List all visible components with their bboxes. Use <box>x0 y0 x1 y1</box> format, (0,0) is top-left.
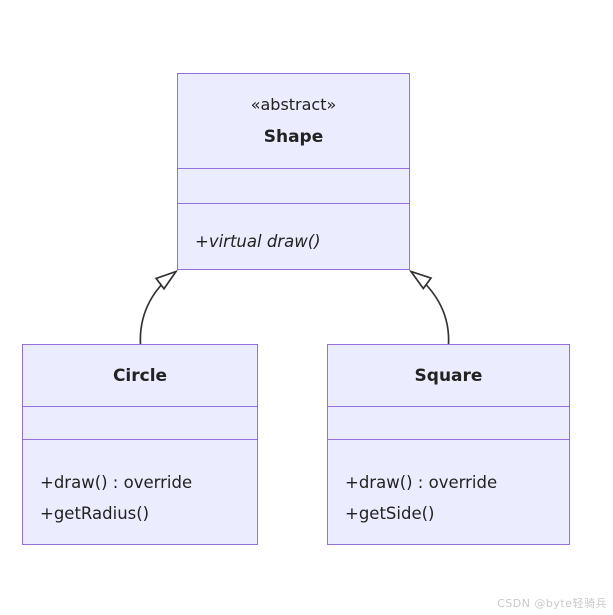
class-method-get-radius: +getRadius() <box>40 504 150 523</box>
class-name-square: Square <box>414 365 483 386</box>
inheritance-arrow-square-to-shape <box>411 272 450 346</box>
class-method-draw-override: +draw() : override <box>345 473 498 492</box>
class-attributes-section-circle <box>23 406 257 439</box>
class-methods-section-square: +draw() : override +getSide() <box>328 439 569 544</box>
class-methods-section-circle: +draw() : override +getRadius() <box>23 439 257 544</box>
class-box-circle: Circle +draw() : override +getRadius() <box>22 344 258 545</box>
class-attributes-section-shape <box>178 168 409 203</box>
class-annotation-abstract: «abstract» <box>250 95 337 114</box>
class-method-get-side: +getSide() <box>345 504 435 523</box>
class-title-section-shape: «abstract» Shape <box>178 74 409 168</box>
class-box-square: Square +draw() : override +getSide() <box>327 344 570 545</box>
class-methods-section-shape: +virtual draw() <box>178 203 409 269</box>
class-method-virtual-draw: +virtual draw() <box>195 232 321 251</box>
class-name-circle: Circle <box>112 365 168 386</box>
watermark-text: CSDN @byte轻骑兵 <box>497 597 607 610</box>
class-name-shape: Shape <box>263 127 324 147</box>
inheritance-arrow-circle-to-shape <box>139 272 176 346</box>
class-title-section-square: Square <box>328 345 569 406</box>
class-title-section-circle: Circle <box>23 345 257 406</box>
class-attributes-section-square <box>328 406 569 439</box>
class-method-draw-override: +draw() : override <box>40 473 193 492</box>
class-box-shape: «abstract» Shape +virtual draw() <box>177 73 410 270</box>
